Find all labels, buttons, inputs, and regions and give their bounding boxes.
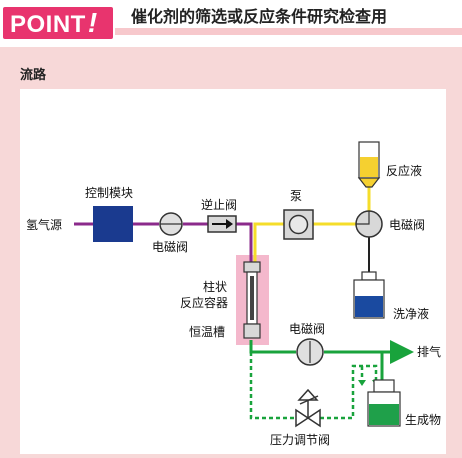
control-module-box <box>93 206 133 242</box>
point-badge-text: POINT <box>10 11 86 38</box>
solenoid-valve-2-label: 电磁阀 <box>389 218 426 232</box>
reaction-liquid-bottle-icon <box>357 141 381 188</box>
cleaning-liquid-bottle-icon <box>353 271 385 319</box>
hydrogen-source-label: 氢气源 <box>26 218 63 232</box>
gas-line <box>74 222 253 263</box>
pump-label: 泵 <box>290 189 303 203</box>
reaction-liquid-label: 反应液 <box>386 164 423 178</box>
exhaust-label: 排气 <box>417 345 442 359</box>
header: POINT! 催化剂的筛选或反应条件研究检查用 <box>0 0 462 44</box>
solenoid-valve-1-label: 电磁阀 <box>152 240 189 254</box>
section-label: 流路 <box>20 68 47 83</box>
thermostat-label: 恒温槽 <box>189 325 226 339</box>
column-reactor-label-line2: 反应容器 <box>180 296 229 310</box>
check-valve-label: 逆止阀 <box>201 198 238 212</box>
product-line <box>249 340 406 380</box>
pressure-loop <box>249 352 378 420</box>
point-badge-mark: ! <box>87 7 98 38</box>
point-badge: POINT! <box>3 7 113 39</box>
liquid-line <box>253 187 371 263</box>
pressure-valve-label: 压力调节阀 <box>270 433 331 447</box>
solenoid-valve-3-label: 电磁阀 <box>289 322 326 336</box>
cleaning-liquid-label: 洗净液 <box>393 307 430 321</box>
product-label: 生成物 <box>405 413 442 427</box>
pressure-valve-icon <box>295 388 321 428</box>
page-title: 催化剂的筛选或反应条件研究检查用 <box>131 7 388 26</box>
control-module-label: 控制模块 <box>85 186 134 200</box>
column-reactor-icon <box>243 261 261 339</box>
column-reactor-label-line1: 柱状 <box>203 280 228 294</box>
header-rule <box>115 28 462 35</box>
product-bottle-icon <box>367 379 401 427</box>
